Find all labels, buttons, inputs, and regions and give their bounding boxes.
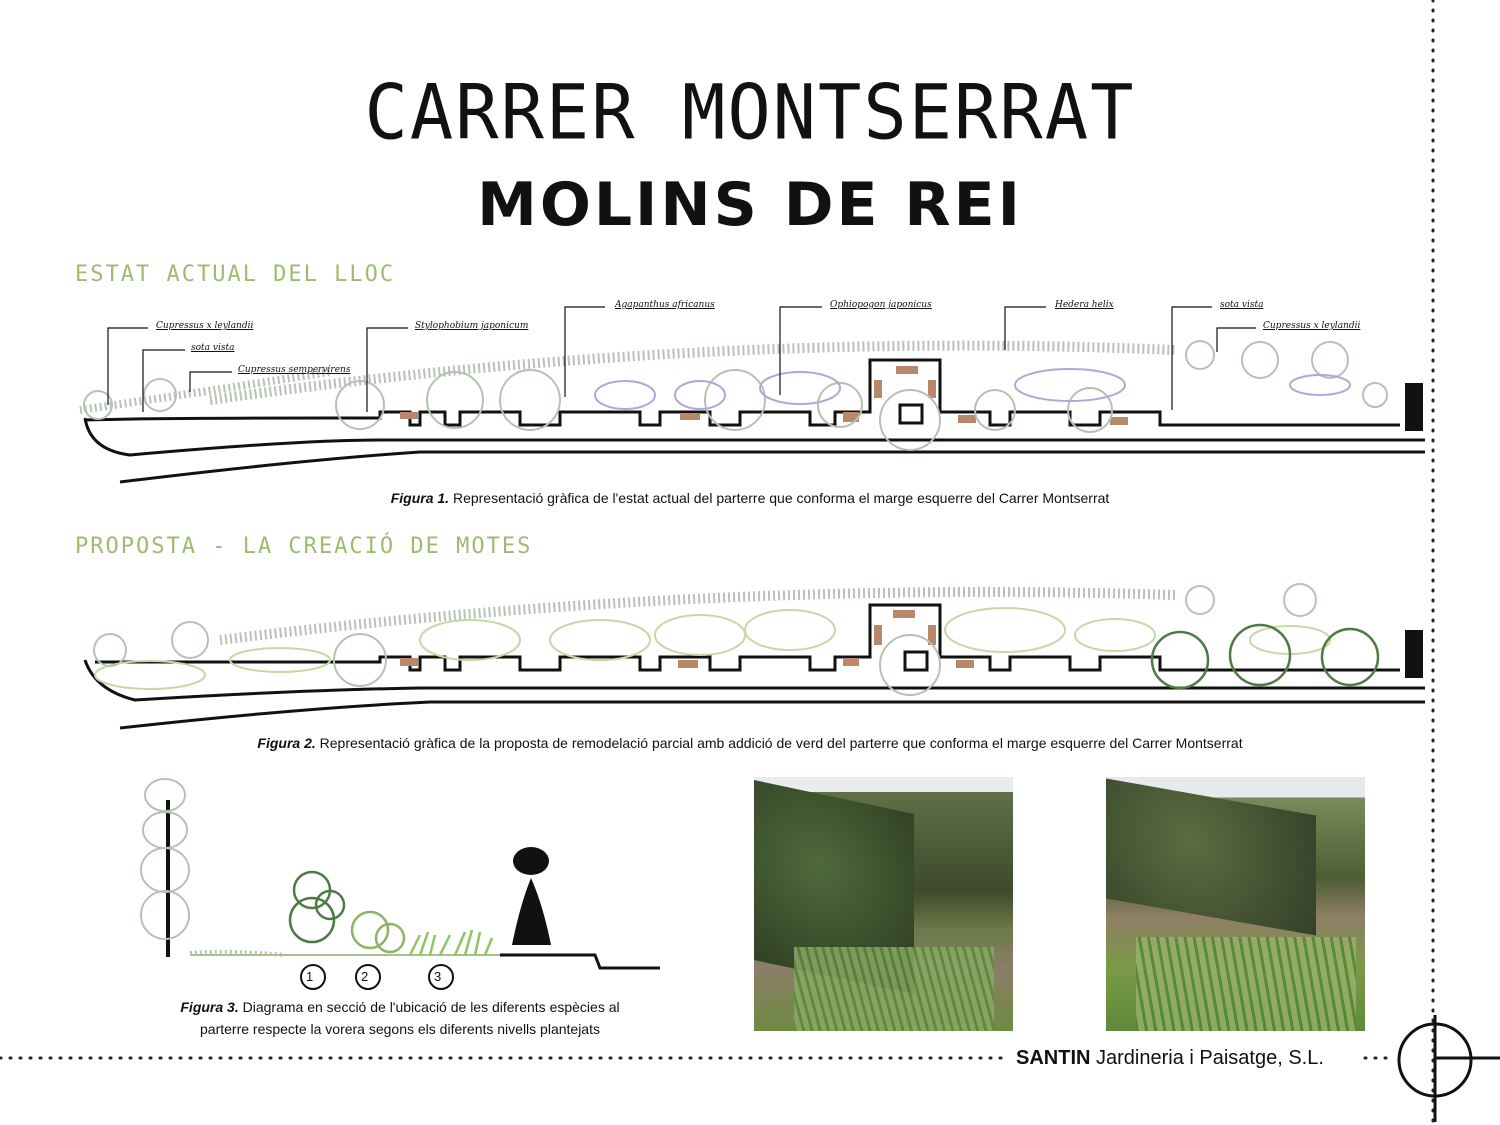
level-2-label: 2 [361, 969, 369, 984]
footer-brand: SANTIN [1016, 1047, 1091, 1069]
footer-rest: Jardineria i Paisatge, S.L. [1090, 1047, 1324, 1069]
section-proposal [83, 583, 1425, 730]
person-head-icon [513, 847, 549, 875]
figure-3-caption: Figura 3. Diagrama en secció de l'ubicac… [130, 996, 670, 1040]
page-subtitle: MOLINS DE REI [477, 170, 1023, 240]
figure-1-number: Figura 1. [390, 490, 450, 506]
label-cupressus-sempervirens: Cupressus sempervirens [238, 365, 351, 375]
label-cupressus-leylandii-2: Cupressus x leylandii [1263, 321, 1361, 331]
figure-2-number: Figura 2. [257, 735, 316, 751]
crosshair-logo-icon [1397, 1015, 1500, 1122]
page-title: CARRER MONTSERRAT [364, 67, 1136, 157]
figure-3-number: Figura 3. [180, 999, 239, 1015]
section-heading-proposal: PROPOSTA - LA CREACIÓ DE MOTES [75, 534, 533, 559]
figure-3-text: Diagrama en secció de l'ubicació de les … [238, 999, 620, 1015]
footer-company: SANTIN Jardineria i Paisatge, S.L. [1016, 1047, 1324, 1070]
label-cupressus-leylandii: Cupressus x leylandii [156, 321, 254, 331]
label-stylophobium: Stylophobium japonicum [415, 321, 529, 331]
section-current-state [79, 306, 1425, 484]
figure-3-text-2: parterre respecte la vorera segons els d… [200, 1021, 600, 1037]
photo-proposal-site [1106, 777, 1365, 1031]
person-body-icon [512, 878, 551, 945]
section-diagram [140, 778, 660, 990]
photo-current-site [754, 777, 1013, 1031]
figure-1-text: Representació gràfica de l'estat actual … [449, 490, 1110, 506]
level-1-label: 1 [306, 969, 314, 984]
label-sota-vista: sota vista [191, 343, 235, 353]
label-agapanthus: Agapanthus africanus [615, 300, 715, 310]
label-ophiopogon: Ophiopogon japonicus [830, 300, 932, 310]
level-3-label: 3 [434, 969, 442, 984]
label-hedera: Hedera helix [1055, 300, 1114, 310]
figure-2-text: Representació gràfica de la proposta de … [315, 735, 1243, 751]
figure-1-caption: Figura 1. Representació gràfica de l'est… [0, 490, 1500, 506]
figure-2-caption: Figura 2. Representació gràfica de la pr… [0, 735, 1500, 751]
label-sota-vista-2: sota vista [1220, 300, 1264, 310]
section-heading-current: ESTAT ACTUAL DEL LLOC [75, 262, 396, 287]
